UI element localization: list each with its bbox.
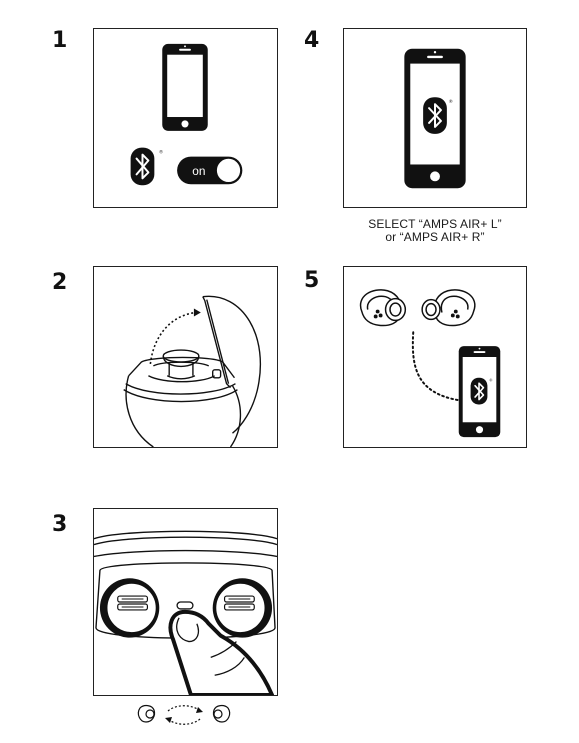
caption-line-2: or “AMPS AIR+ R” [385,230,485,244]
step-number-5: 5 [304,268,320,293]
bluetooth-icon [470,377,488,405]
step-1-illustration: ® on [130,43,243,186]
registered-mark: ® [159,149,163,156]
registered-mark: ® [489,378,492,383]
step-number-4: 4 [304,28,320,53]
finger-press-icon [168,609,275,695]
open-lid-arrow [149,311,197,365]
step-2-panel [93,266,278,448]
arrow-head-icon [193,308,201,317]
earbud-icon [99,578,160,638]
step-5-illustration: ® [359,289,501,438]
toggle-switch-icon [177,156,243,185]
step-3-panel [93,508,278,696]
bluetooth-icon [423,97,447,134]
charging-case-icon [123,295,262,447]
case-button [176,601,194,610]
step-number-3: 3 [52,512,68,537]
step-4-illustration: ® [404,48,466,189]
earbud-icon [421,289,476,327]
caption-line-1: SELECT “AMPS AIR+ L” [368,217,502,231]
step-1-panel: ® on [93,28,278,208]
step-4-caption: SELECT “AMPS AIR+ L” or “AMPS AIR+ R” [343,218,527,244]
registered-mark: ® [449,98,453,105]
swap-arrows-icon [137,704,231,725]
step-number-1: 1 [52,28,68,53]
bluetooth-icon [130,147,155,186]
earbud-icon [212,578,273,638]
step-5-panel: ® [343,266,527,448]
toggle-label: on [192,164,205,178]
earbud-icon [359,289,407,327]
smartphone-icon [162,43,208,131]
step-2-illustration [123,295,262,447]
pairing-path [411,331,462,402]
step-4-panel: ® [343,28,527,208]
step-3-illustration [94,530,277,695]
step-number-2: 2 [52,270,68,295]
